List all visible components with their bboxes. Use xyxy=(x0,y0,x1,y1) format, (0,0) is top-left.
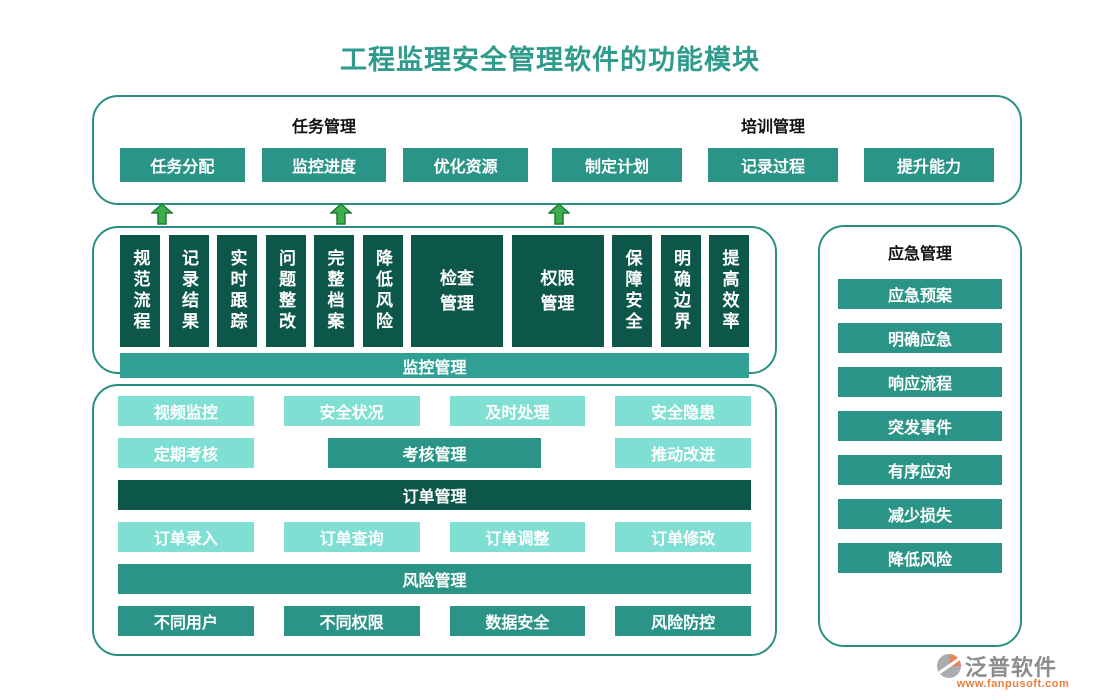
emergency-panel: 应急管理 应急预案 明确应急 响应流程 突发事件 有序应对 减少损失 降低风险 xyxy=(818,225,1022,647)
sudden-event-button[interactable]: 突发事件 xyxy=(838,411,1002,441)
permission-management-box[interactable]: 权限管理 xyxy=(511,235,604,347)
fanpu-logo-text: 泛普软件 xyxy=(965,655,1058,680)
up-arrow-icon xyxy=(330,203,352,225)
task-management-group: 任务管理 任务分配 监控进度 优化资源 xyxy=(120,107,529,203)
task-group-header: 任务管理 xyxy=(291,119,356,136)
feature-column[interactable]: 明确边界 xyxy=(660,235,701,347)
reduce-risk-button[interactable]: 降低风险 xyxy=(838,543,1002,573)
check-management-box[interactable]: 检查管理 xyxy=(411,235,503,347)
feature-column[interactable]: 降低风险 xyxy=(362,235,403,347)
different-users-button[interactable]: 不同用户 xyxy=(118,606,254,636)
periodic-assessment-button[interactable]: 定期考核 xyxy=(118,438,254,468)
order-management-bar[interactable]: 订单管理 xyxy=(118,480,751,510)
feature-column[interactable]: 实时跟踪 xyxy=(217,235,257,347)
monitor-management-bar[interactable]: 监控管理 xyxy=(120,353,749,378)
order-query-button[interactable]: 订单查询 xyxy=(283,522,420,552)
orderly-response-button[interactable]: 有序应对 xyxy=(838,455,1002,485)
training-management-group: 培训管理 制定计划 记录过程 提升能力 xyxy=(528,107,994,203)
optimize-resources-button[interactable]: 优化资源 xyxy=(403,148,529,182)
feature-column[interactable]: 记录结果 xyxy=(168,235,209,347)
reduce-loss-button[interactable]: 减少损失 xyxy=(838,499,1002,529)
up-arrow-icon xyxy=(151,203,173,225)
supervision-panel: 规范流程 记录结果 实时跟踪 问题整改 完整档案 降低风险 检查管理 权限管理 … xyxy=(92,226,777,378)
make-plan-button[interactable]: 制定计划 xyxy=(552,148,682,182)
record-process-button[interactable]: 记录过程 xyxy=(708,148,838,182)
operations-panel: 视频监控 安全状况 及时处理 安全隐患 定期考核 考核管理 推动改进 订单管理 … xyxy=(92,384,777,656)
video-monitor-button[interactable]: 视频监控 xyxy=(118,396,254,426)
page-title: 工程监理安全管理软件的功能模块 xyxy=(340,45,760,75)
promote-improvement-button[interactable]: 推动改进 xyxy=(615,438,751,468)
order-entry-button[interactable]: 订单录入 xyxy=(118,522,254,552)
task-training-panel: 任务管理 任务分配 监控进度 优化资源 培训管理 制定计划 记录过程 提升能力 xyxy=(92,95,1022,205)
fanpu-logo-url: www.fanpusoft.com xyxy=(956,678,1070,690)
emergency-plan-button[interactable]: 应急预案 xyxy=(838,279,1002,309)
task-assign-button[interactable]: 任务分配 xyxy=(120,148,245,182)
feature-column[interactable]: 规范流程 xyxy=(120,235,160,347)
emergency-header: 应急管理 xyxy=(887,246,952,263)
clarify-emergency-button[interactable]: 明确应急 xyxy=(838,323,1002,353)
risk-prevention-button[interactable]: 风险防控 xyxy=(615,606,751,636)
response-process-button[interactable]: 响应流程 xyxy=(838,367,1002,397)
assessment-management-bar[interactable]: 考核管理 xyxy=(327,438,542,468)
feature-column[interactable]: 保障安全 xyxy=(612,235,652,347)
up-arrow-icon xyxy=(548,203,570,225)
safety-status-button[interactable]: 安全状况 xyxy=(283,396,420,426)
fanpu-logo: 泛普软件 xyxy=(936,650,1057,682)
feature-column[interactable]: 提高效率 xyxy=(709,235,749,347)
fanpu-logo-icon xyxy=(937,654,961,678)
risk-management-bar[interactable]: 风险管理 xyxy=(118,564,751,594)
monitor-progress-button[interactable]: 监控进度 xyxy=(261,148,387,182)
order-adjust-button[interactable]: 订单调整 xyxy=(449,522,586,552)
data-security-button[interactable]: 数据安全 xyxy=(449,606,586,636)
training-group-header: 培训管理 xyxy=(740,119,805,136)
order-modify-button[interactable]: 订单修改 xyxy=(615,522,751,552)
feature-column[interactable]: 完整档案 xyxy=(314,235,354,347)
feature-column[interactable]: 问题整改 xyxy=(265,235,306,347)
different-permissions-button[interactable]: 不同权限 xyxy=(283,606,420,636)
timely-handle-button[interactable]: 及时处理 xyxy=(449,396,586,426)
safety-hazard-button[interactable]: 安全隐患 xyxy=(615,396,751,426)
improve-ability-button[interactable]: 提升能力 xyxy=(864,148,994,182)
